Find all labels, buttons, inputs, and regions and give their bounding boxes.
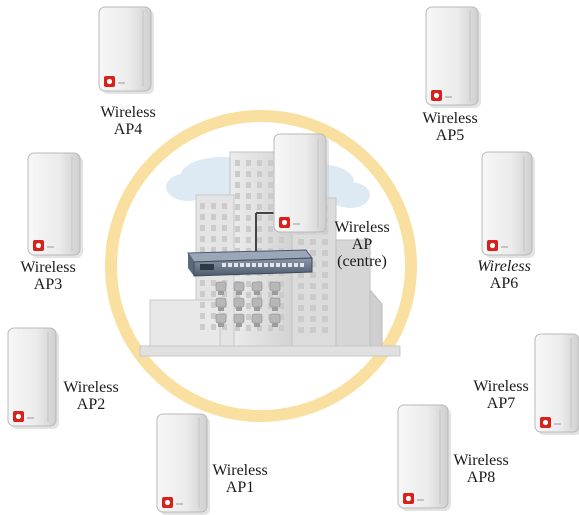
centre-ap-unit (274, 134, 329, 235)
ap5-unit (426, 7, 481, 108)
ap6-unit (482, 152, 535, 258)
ap3-unit (28, 153, 83, 258)
network-switch-icon (188, 250, 312, 276)
ap7-unit (535, 334, 579, 435)
ap4-unit (99, 7, 154, 94)
